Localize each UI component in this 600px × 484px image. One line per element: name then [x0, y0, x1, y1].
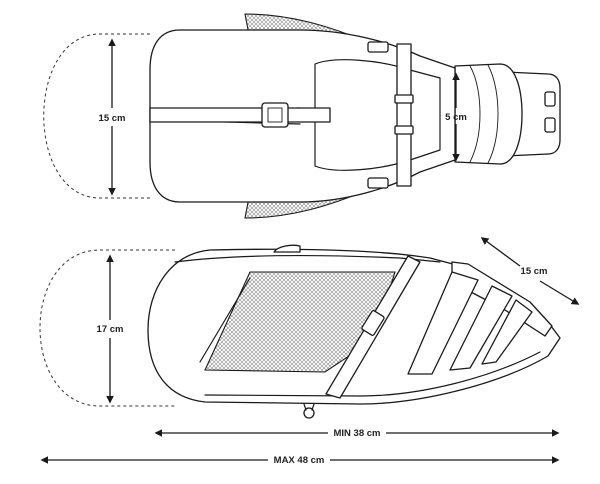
side-height-label: 17 cm: [97, 324, 124, 335]
top-view-strap-clip-lower: [367, 177, 389, 189]
max-length-dimension: MAX 48 cm: [40, 455, 560, 466]
side-view-strap-panel-2: [449, 285, 513, 371]
top-view-strap-loop-upper: [394, 94, 414, 104]
top-view-compression-strap: [149, 107, 331, 123]
side-height-dimension: 17 cm: [97, 254, 124, 404]
top-mount-label: 5 cm: [445, 112, 467, 123]
min-length-label: MIN 38 cm: [334, 428, 381, 439]
top-view-strap-clip-upper: [367, 41, 389, 53]
side-view-bottom-loop: [303, 407, 315, 419]
side-view-buckle: [361, 310, 385, 336]
top-view-buckle: [261, 102, 289, 128]
min-length-dimension: MIN 38 cm: [154, 428, 560, 439]
top-view-expansion-outline: [43, 33, 150, 199]
top-view-cylinder-neck: [454, 63, 523, 165]
diagonal-dimension: 15 cm: [480, 237, 580, 305]
top-mount-dimension: 5 cm: [445, 72, 467, 162]
rail-slot-upper: [544, 91, 556, 107]
top-view-strap-loop-lower: [394, 125, 414, 135]
side-view-top-handle: [273, 244, 301, 253]
side-view-bag: [39, 244, 561, 419]
top-height-dimension: 15 cm: [99, 38, 126, 196]
top-view-inner-panel: [314, 59, 441, 171]
top-view-bag: [43, 13, 561, 219]
diagonal-label: 15 cm: [521, 266, 548, 277]
max-length-label: MAX 48 cm: [274, 455, 325, 466]
top-height-label: 15 cm: [99, 113, 126, 124]
side-view-strap-panel-3: [481, 299, 533, 365]
side-view-strap-panel-1: [407, 271, 479, 375]
top-view-strap-vertical: [396, 43, 412, 187]
rail-slot-lower: [544, 117, 556, 133]
